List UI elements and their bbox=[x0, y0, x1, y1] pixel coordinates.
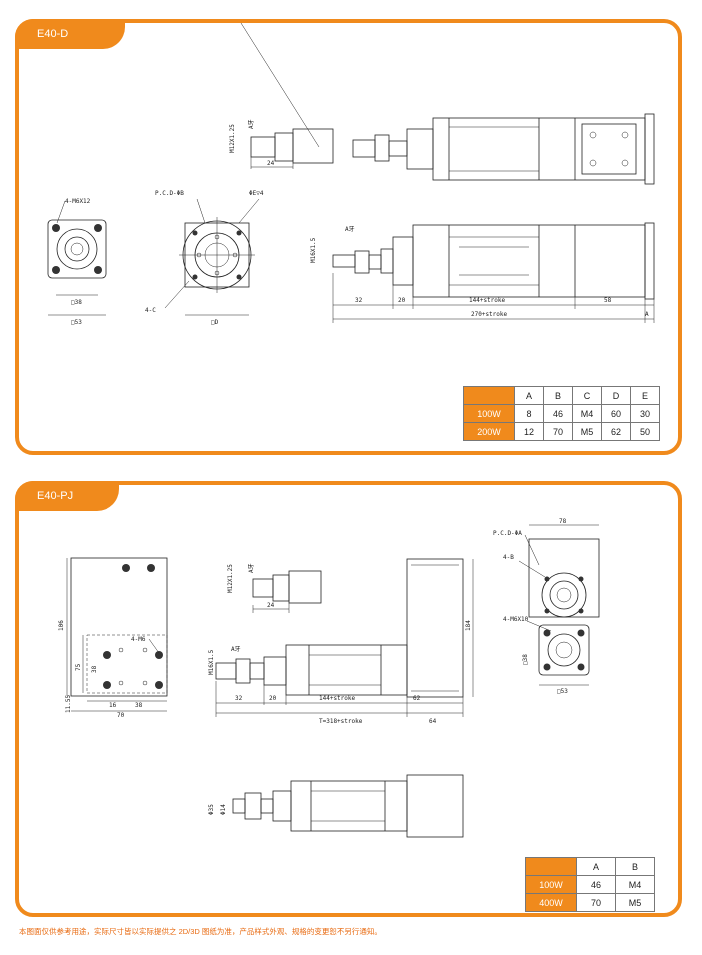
dim-38-vert: 38 bbox=[91, 665, 98, 673]
table-row-label: 100W bbox=[525, 875, 577, 894]
table-corner bbox=[463, 386, 515, 405]
actuator-side-view-bottom: M16X1.5 A牙 32 20 144+stroke 58 270+strok… bbox=[310, 222, 655, 323]
label-holes-4c: 4-C bbox=[145, 307, 156, 314]
table-header-cell: A bbox=[576, 857, 616, 876]
label-pcd-pj: P.C.D-ΦA bbox=[493, 530, 522, 537]
label-a-tooth-pj: A牙 bbox=[248, 563, 255, 573]
table-cell: 70 bbox=[576, 893, 616, 912]
label-spigot: ΦE▽4 bbox=[249, 190, 264, 197]
table-header-row: A B C D E bbox=[463, 386, 660, 405]
dim-sq53-pj: □53 bbox=[557, 688, 568, 695]
spec-table-e40-d: A B C D E 100W 8 46 M4 60 30 200W 12 70 … bbox=[463, 386, 660, 441]
table-corner bbox=[525, 857, 577, 876]
footer-note: 本图面仅供参考用途，实际尺寸皆以实际提供之 2D/3D 图纸为准，产品样式外观、… bbox=[19, 927, 382, 936]
table-row-label: 400W bbox=[525, 893, 577, 912]
table-header-cell: C bbox=[572, 386, 602, 405]
dim-58: 58 bbox=[604, 297, 612, 304]
spec-table-e40-pj: A B 100W 46 M4 400W 70 M5 bbox=[525, 857, 655, 912]
dim-total-pj: T=318+stroke bbox=[319, 718, 363, 725]
dim-11-55: 11.55 bbox=[65, 695, 72, 713]
label-motor-bolts: 4-M6X12 bbox=[65, 198, 91, 205]
table-header-cell: E bbox=[630, 386, 660, 405]
e40-pj-drawing: 4-M6 106 75 38 11.55 16 38 70 24 M12X1.2… bbox=[58, 518, 600, 838]
mount-flange-pcd-view: P.C.D-ΦB ΦE▽4 4-C □D bbox=[145, 190, 264, 326]
dim-20: 20 bbox=[398, 297, 406, 304]
table-cell: 46 bbox=[576, 875, 616, 894]
table-header-cell: B bbox=[543, 386, 573, 405]
dim-70: 70 bbox=[117, 712, 125, 719]
table-cell: M5 bbox=[615, 893, 655, 912]
label-a-tooth-2: A牙 bbox=[345, 226, 355, 233]
dim-sq38: □38 bbox=[71, 299, 82, 306]
table-cell: 70 bbox=[543, 422, 573, 441]
label-m12-thread-pj: M12X1.25 bbox=[227, 564, 234, 593]
table-cell: 62 bbox=[601, 422, 631, 441]
table-row-label: 200W bbox=[463, 422, 515, 441]
dim-38-horiz: 38 bbox=[135, 702, 143, 709]
label-m12-thread: M12X1.25 bbox=[229, 124, 236, 153]
table-cell: M4 bbox=[615, 875, 655, 894]
dim-106: 106 bbox=[58, 620, 65, 631]
table-row-label: 100W bbox=[463, 404, 515, 423]
dim-phi35: Φ35 bbox=[208, 804, 215, 815]
section-tab-e40-d: E40-D bbox=[15, 19, 125, 49]
dim-sq38-pj: □38 bbox=[522, 654, 529, 665]
end-view-pj: 78 P.C.D-ΦA 4-B 4-M6X10 □38 □53 bbox=[493, 518, 600, 695]
label-pcd: P.C.D-ΦB bbox=[155, 190, 184, 197]
table-header-cell: A bbox=[514, 386, 544, 405]
table-cell: 8 bbox=[514, 404, 544, 423]
dim-184: 184 bbox=[465, 620, 472, 631]
dim-24: 24 bbox=[267, 160, 275, 167]
actuator-top-view-pj: Φ35 Φ14 bbox=[208, 774, 464, 838]
dim-32-pj: 32 bbox=[235, 695, 243, 702]
dim-144-stroke: 144+stroke bbox=[469, 297, 506, 304]
label-holes-4b: 4-B bbox=[503, 554, 514, 561]
motor-flange-front-view: 4-M6X12 □38 □53 bbox=[47, 198, 107, 326]
dim-total: 270+stroke bbox=[471, 311, 508, 318]
label-holes-4m6: 4-M6 bbox=[131, 636, 146, 643]
dim-64: 64 bbox=[429, 718, 437, 725]
table-cell: 30 bbox=[630, 404, 660, 423]
dim-a: A bbox=[645, 311, 649, 318]
table-header-cell: D bbox=[601, 386, 631, 405]
table-row: 400W 70 M5 bbox=[525, 893, 655, 912]
parallel-plate-view: 4-M6 106 75 38 11.55 16 38 70 bbox=[58, 557, 168, 719]
dim-75: 75 bbox=[75, 663, 82, 671]
section-e40-pj: E40-PJ 4-M6 106 75 38 11.55 16 38 70 bbox=[15, 481, 682, 917]
dim-24-pj: 24 bbox=[267, 602, 275, 609]
dim-sqD: □D bbox=[211, 319, 219, 326]
label-m16-pj: M16X1.5 bbox=[208, 649, 215, 675]
table-header-row: A B bbox=[525, 857, 655, 876]
table-row: 200W 12 70 M5 62 50 bbox=[463, 422, 660, 441]
dim-32: 32 bbox=[355, 297, 363, 304]
label-m16: M16X1.5 bbox=[310, 237, 317, 263]
e40-d-drawing: 24 M12X1.25 A牙 bbox=[47, 23, 655, 326]
rod-end-detail-pj: 24 M12X1.25 A牙 bbox=[227, 563, 322, 613]
label-a-tooth: A牙 bbox=[248, 119, 255, 129]
dim-78: 78 bbox=[559, 518, 567, 525]
section-e40-d: E40-D 24 M12X1.25 A牙 bbox=[15, 19, 682, 455]
dim-62: 62 bbox=[413, 695, 421, 702]
dim-sq53: □53 bbox=[71, 319, 82, 326]
table-row: 100W 8 46 M4 60 30 bbox=[463, 404, 660, 423]
table-cell: 46 bbox=[543, 404, 573, 423]
table-cell: 60 bbox=[601, 404, 631, 423]
dim-144-stroke-pj: 144+stroke bbox=[319, 695, 356, 702]
rod-end-detail: 24 M12X1.25 A牙 bbox=[229, 23, 334, 169]
dim-16: 16 bbox=[109, 702, 117, 709]
section-tab-e40-pj: E40-PJ bbox=[15, 481, 119, 511]
table-row: 100W 46 M4 bbox=[525, 875, 655, 894]
table-cell: M4 bbox=[572, 404, 602, 423]
label-a-tooth-pj-2: A牙 bbox=[231, 646, 241, 653]
table-cell: M5 bbox=[572, 422, 602, 441]
dim-20-pj: 20 bbox=[269, 695, 277, 702]
table-cell: 50 bbox=[630, 422, 660, 441]
actuator-side-view-top bbox=[352, 113, 655, 185]
table-header-cell: B bbox=[615, 857, 655, 876]
dim-phi14: Φ14 bbox=[220, 804, 227, 815]
actuator-side-view-pj: 184 M16X1.5 A牙 32 20 144+stroke 62 T=318… bbox=[208, 558, 474, 725]
label-motor-bolts-pj: 4-M6X10 bbox=[503, 616, 529, 623]
table-cell: 12 bbox=[514, 422, 544, 441]
